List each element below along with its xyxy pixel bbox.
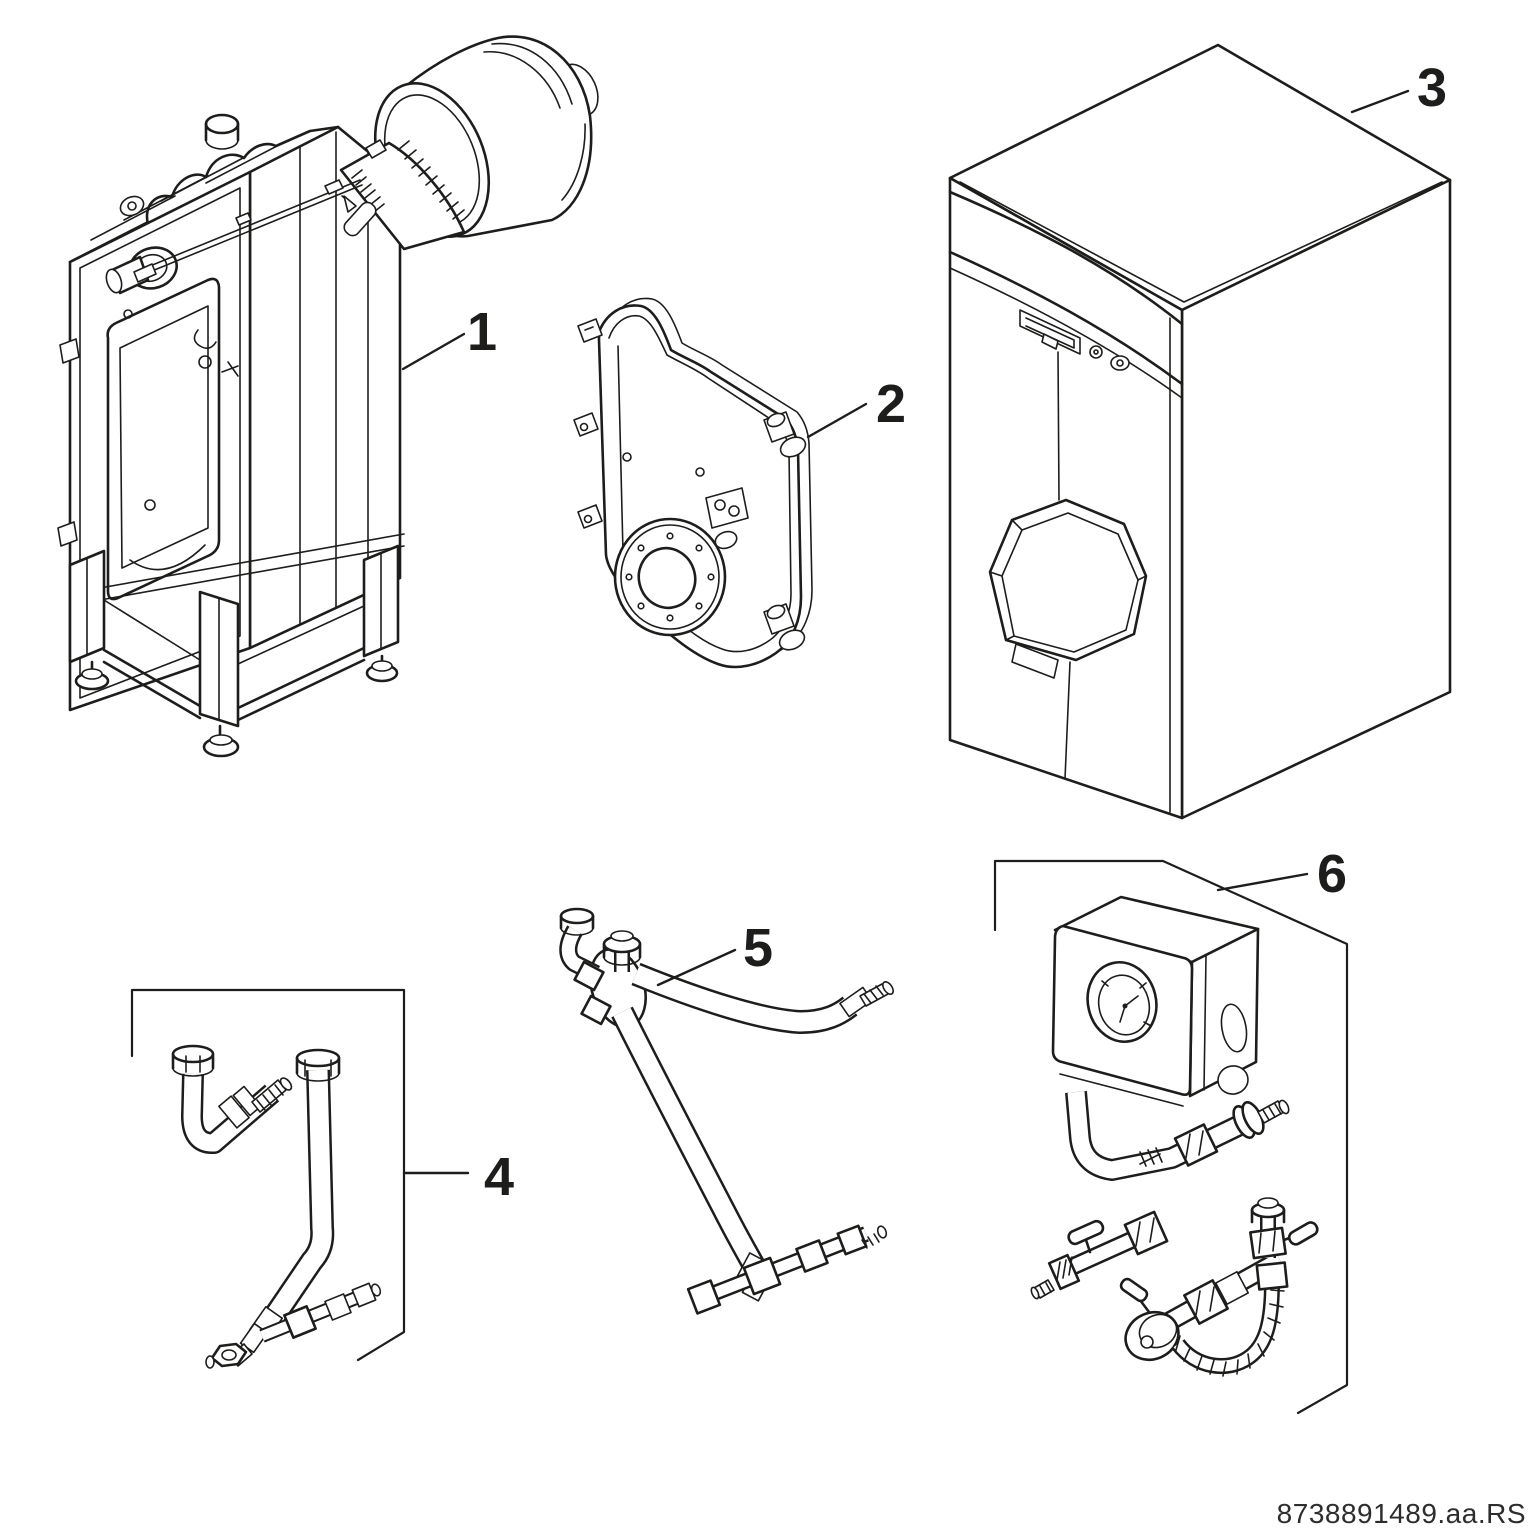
callout-6: 6 — [1316, 844, 1348, 904]
safety-valve-group — [1119, 1197, 1319, 1377]
leader-5 — [656, 948, 737, 987]
base-frame — [68, 533, 405, 758]
callout-leaders — [401, 89, 1410, 987]
sight-glass-bracket — [705, 487, 749, 550]
burner-flange — [613, 517, 727, 637]
leader-2 — [806, 402, 868, 439]
elbow-pipe — [171, 1044, 293, 1154]
part-1-heat-exchanger-with-burner — [57, 35, 599, 758]
control-panel-band — [948, 190, 1184, 399]
hinge-lugs — [763, 411, 807, 651]
control-knob-icon — [1089, 345, 1103, 359]
part-2-burner-door-plate — [573, 297, 813, 669]
octagonal-cutout — [988, 498, 1148, 679]
burner-tube — [133, 139, 466, 283]
long-pipe — [205, 1048, 382, 1369]
pump-control-box — [1051, 895, 1260, 1107]
box-outlet-pipe — [1065, 1091, 1290, 1181]
gauge-dial — [1086, 961, 1158, 1043]
leader-3 — [1350, 89, 1410, 114]
fill-valve — [1030, 1210, 1169, 1300]
mounting-tabs — [573, 318, 603, 529]
leader-1 — [401, 332, 466, 371]
leader-6 — [1216, 872, 1309, 892]
part-4-pipe-set — [130, 988, 470, 1369]
part-6-pump-group — [993, 859, 1349, 1415]
bracket-4 — [130, 988, 406, 1362]
callout-2: 2 — [875, 374, 907, 434]
document-code: 8738891489.aa.RS — [1276, 1498, 1526, 1529]
part-3-boiler-casing — [948, 43, 1452, 820]
control-dial-icon — [1110, 355, 1130, 371]
part-5-pipe-assembly — [559, 907, 894, 1315]
callout-3: 3 — [1416, 58, 1448, 118]
cast-iron-block — [57, 113, 402, 712]
callout-5: 5 — [742, 918, 774, 978]
callout-1: 1 — [466, 302, 498, 362]
callout-4: 4 — [483, 1147, 515, 1207]
bracket-6 — [993, 859, 1349, 1415]
